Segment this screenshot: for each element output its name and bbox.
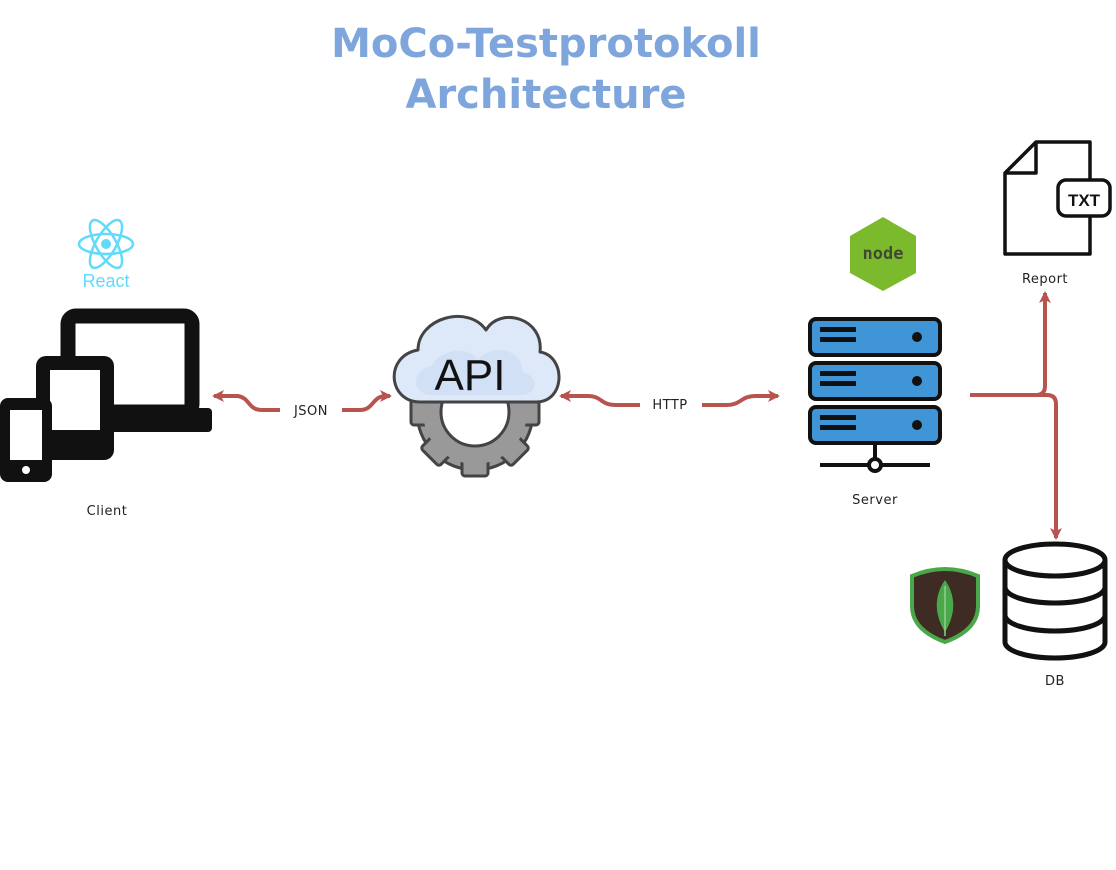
laptop-and-phone-icon (0, 308, 212, 482)
edge-label-http: HTTP (652, 398, 687, 413)
api-logo-text: API (435, 351, 506, 400)
nodejs-logo: node (850, 217, 916, 291)
report-label: Report (1022, 272, 1068, 287)
edge-server-report-db (970, 291, 1062, 540)
edge-label-json: JSON (293, 404, 328, 419)
diagram-title-line1: MoCo-Testprotokoll (331, 21, 761, 67)
client-label: Client (87, 504, 128, 519)
edge-client-api (212, 390, 392, 412)
txt-file-icon: TXT (1003, 140, 1112, 256)
server-rack-icon (808, 317, 942, 473)
react-logo: React (77, 218, 135, 291)
api-cloud-gear-icon: API (392, 314, 561, 478)
txt-badge-text: TXT (1068, 191, 1101, 210)
mongodb-logo (910, 567, 980, 645)
react-logo-text: React (82, 271, 129, 291)
edge-api-server (559, 390, 780, 407)
diagram-title-line2: Architecture (406, 72, 687, 118)
node-logo-text: node (863, 244, 904, 264)
database-icon (1002, 541, 1108, 661)
db-label: DB (1045, 674, 1065, 689)
server-label: Server (852, 493, 898, 508)
